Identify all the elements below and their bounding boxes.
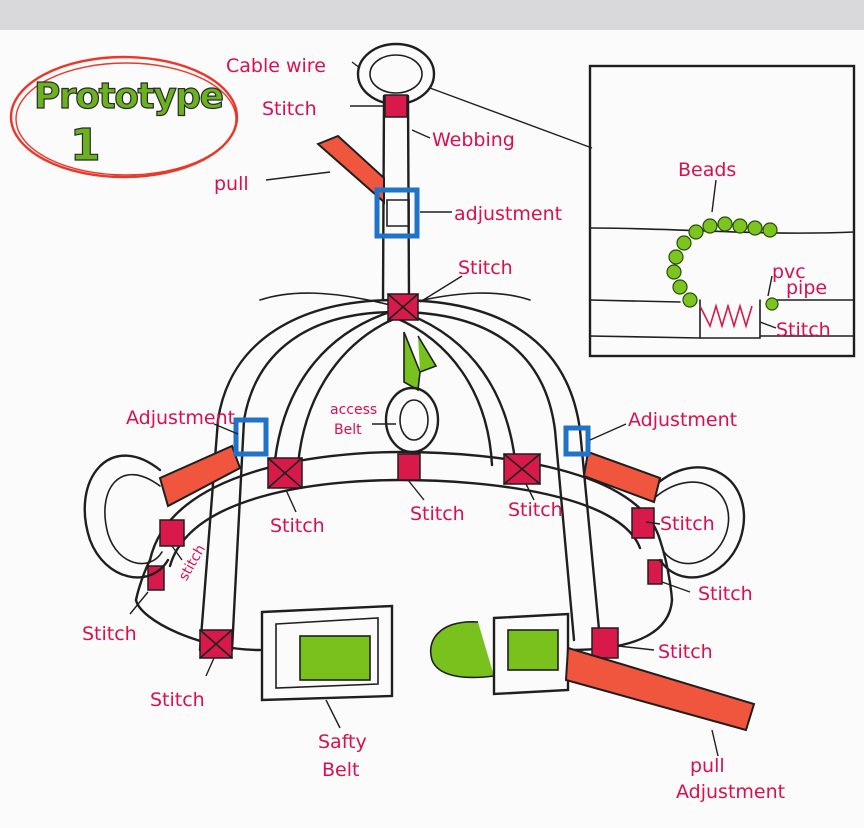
label-safty: Safty: [318, 731, 367, 753]
label-stitch-belt-mid: Stitch: [410, 503, 465, 525]
left-leg-loop: [83, 454, 170, 579]
harness-drawing: Prototype 1: [9, 42, 856, 803]
webbing-strap: [381, 94, 411, 302]
buckle-left-green: [299, 635, 371, 681]
label-pull-adjustment-1: pull: [690, 755, 725, 777]
title-line-1: Prototype: [34, 76, 224, 117]
labels: Cable wire Stitch Webbing pull adjustmen…: [82, 55, 785, 803]
label-stitch-belt-right: Stitch: [508, 499, 563, 521]
cable-ring-inner: [369, 54, 423, 94]
belt-stitch-mid: [397, 453, 421, 481]
label-stitch-lower-left: Stitch: [82, 623, 137, 645]
label-pull-adjustment-2: Adjustment: [676, 781, 785, 803]
access-belt: [384, 331, 440, 454]
label-stitch-belt-left: Stitch: [270, 515, 325, 537]
inset-label-stitch: Stitch: [776, 319, 831, 341]
inset-label-pipe: pipe: [786, 277, 827, 299]
safety-buckle: [260, 604, 570, 702]
title-line-2: 1: [70, 120, 101, 171]
label-stitch-bottom-left: Stitch: [150, 689, 205, 711]
top-stitch: [384, 94, 408, 118]
label-adjustment-left: Adjustment: [126, 407, 235, 429]
inset-frame: [588, 64, 856, 358]
pull-adjustment-strap: [564, 646, 756, 732]
title-circle: [9, 55, 239, 179]
label-adjustment-top: adjustment: [454, 203, 562, 225]
label-belt: Belt: [334, 422, 362, 438]
inset-detail: Beads pvc pipe Stitch: [429, 64, 856, 358]
inset-pointer: [429, 87, 593, 149]
top-assembly: [316, 42, 436, 302]
label-webbing: Webbing: [432, 129, 515, 151]
pvc-pipe: [699, 299, 761, 339]
buckle-right-green: [507, 629, 559, 671]
buckle-hook: [430, 621, 495, 679]
label-safety-belt: Belt: [322, 759, 359, 781]
leader-lines: [129, 61, 719, 757]
label-access: access: [330, 402, 377, 418]
hook-clip: [403, 331, 421, 392]
label-stitch-center: Stitch: [458, 257, 513, 279]
title-circle-inner: [15, 62, 237, 176]
dome-straps: [198, 292, 602, 652]
label-cable-wire: Cable wire: [226, 55, 326, 77]
right-leg-loop: [648, 466, 746, 579]
side-adjusters: [158, 417, 662, 508]
title-block: Prototype 1: [9, 55, 239, 179]
side-stitch-left: [159, 519, 185, 547]
label-stitch-top: Stitch: [262, 98, 317, 120]
label-adjustment-right: Adjustment: [628, 409, 737, 431]
left-adjuster: [233, 417, 269, 457]
label-pull: pull: [214, 173, 249, 195]
pull-strap: [316, 134, 385, 205]
top-adjuster: [374, 187, 420, 239]
right-adjuster: [563, 425, 591, 457]
access-ring: [384, 386, 440, 454]
leg-loops: [83, 454, 746, 579]
paper-sheet: Prototype 1: [0, 30, 864, 828]
inset-label-pvc: pvc: [772, 261, 806, 283]
label-stitch-right-2: Stitch: [698, 583, 753, 605]
left-red-strap: [158, 444, 242, 508]
label-stitch-side-right: Stitch: [660, 513, 715, 535]
right-red-strap: [582, 450, 662, 504]
lower-stitch-left: [147, 565, 165, 591]
right-stitch-2: [647, 559, 663, 585]
right-stitch-3: [591, 627, 619, 659]
bead-string: [666, 216, 779, 311]
waist-belt: [134, 450, 674, 659]
label-stitch-side-left: stitch: [176, 542, 209, 584]
inset-label-beads: Beads: [678, 159, 736, 181]
inset-stitch-marks: [699, 303, 753, 329]
label-stitch-right-3: Stitch: [658, 641, 713, 663]
